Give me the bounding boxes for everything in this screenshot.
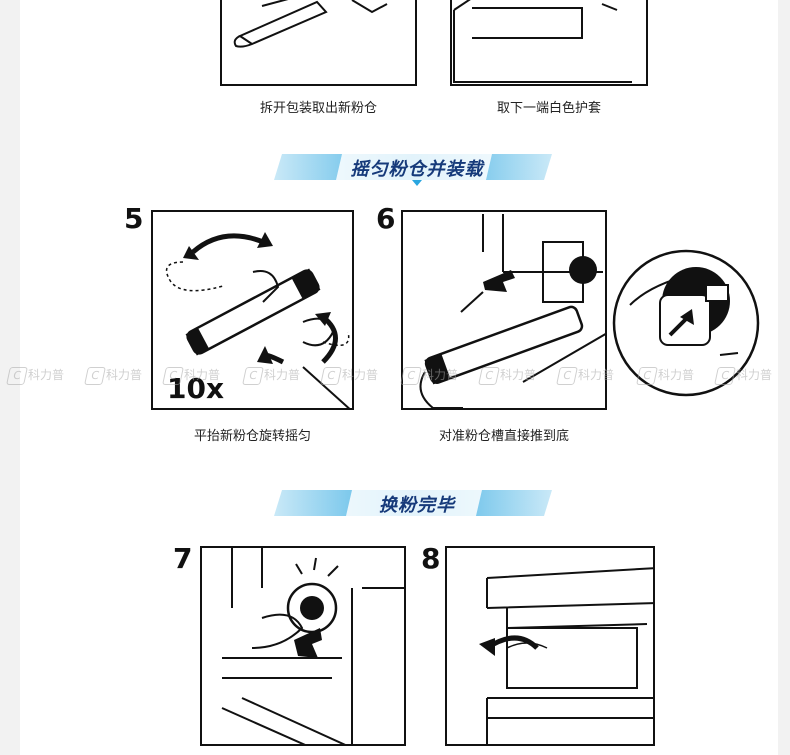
- step-number-7: 7: [173, 542, 193, 575]
- panel-close-cover: [200, 546, 406, 746]
- brand-logo-icon: C: [556, 367, 578, 385]
- brand-logo-icon: C: [6, 367, 28, 385]
- banner-ribbon: [274, 490, 552, 516]
- panel-unpack: [220, 0, 417, 86]
- brand-logo-icon: C: [320, 367, 342, 385]
- brand-logo-icon: C: [242, 367, 264, 385]
- zoom-callout: [612, 249, 760, 397]
- insert-illustration: [419, 214, 605, 408]
- caption-insert: 对准粉仓槽直接推到底: [438, 429, 569, 444]
- brand-logo-icon: C: [84, 367, 106, 385]
- caption-unpack: 拆开包装取出新粉仓: [259, 101, 377, 116]
- instruction-page: 拆开包装取出新粉仓 取下一端白色护套 摇匀粉仓并装载 5: [20, 0, 778, 755]
- close-cover-illustration: [221, 548, 404, 744]
- brand-logo-icon: C: [714, 367, 736, 385]
- brand-logo-icon: C: [162, 367, 184, 385]
- panel-insert: [401, 210, 607, 410]
- remove-cap-illustration: [453, 0, 632, 83]
- step-number-8: 8: [421, 542, 441, 575]
- panel-remove-cap: [450, 0, 648, 86]
- banner-title: 摇匀粉仓并装载: [350, 159, 484, 180]
- brand-logo-icon: C: [400, 367, 422, 385]
- panel-close-front: [445, 546, 655, 746]
- caption-remove-cap: 取下一端白色护套: [496, 101, 601, 116]
- step-number-6: 6: [376, 202, 396, 235]
- section-banner-done: 换粉完毕: [272, 488, 562, 518]
- banner-ribbon: [274, 154, 552, 186]
- section-banner-shake-install: 摇匀粉仓并装载: [272, 152, 562, 186]
- shake-illustration: [165, 232, 351, 408]
- brand-logo-icon: C: [478, 367, 500, 385]
- unpack-illustration: [233, 0, 388, 48]
- shake-count-label: 10x: [167, 372, 225, 405]
- close-front-illustration: [479, 567, 653, 744]
- brand-logo-icon: C: [636, 367, 658, 385]
- panel-shake: 10x: [151, 210, 354, 410]
- banner-title: 换粉完毕: [379, 495, 455, 516]
- caption-shake: 平抬新粉仓旋转摇匀: [193, 429, 311, 444]
- step-number-5: 5: [124, 202, 144, 235]
